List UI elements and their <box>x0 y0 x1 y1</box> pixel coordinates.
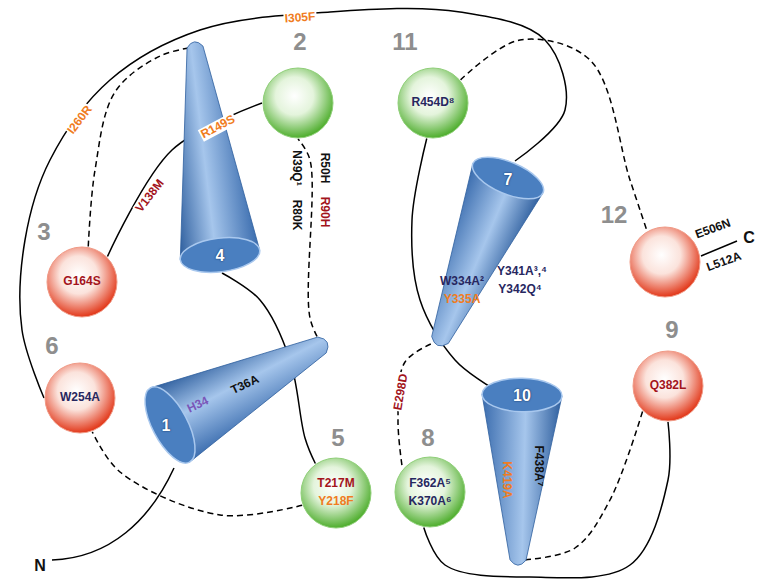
mutation-label: Y218F <box>318 495 353 508</box>
loop-mutation-label: R80K <box>289 199 302 232</box>
sphere-body <box>395 457 465 527</box>
helix-number: 1 <box>162 417 171 435</box>
n-terminal-line <box>52 468 174 560</box>
mutation-label: Y341A³,⁴ <box>497 265 547 278</box>
helix-number: 3 <box>37 219 50 245</box>
helix-number: 9 <box>665 317 678 343</box>
helix-sphere: 2 <box>262 67 334 139</box>
extracellular-loop <box>20 8 566 398</box>
helix-sphere: 11R454D⁸ <box>397 67 469 139</box>
helix-number: 4 <box>216 247 225 265</box>
sphere-shape <box>300 457 372 529</box>
mutation-label: F438A⁷ <box>531 446 544 487</box>
terminus-label: C <box>742 229 756 247</box>
mutation-label: K419A <box>499 461 512 498</box>
sphere-body <box>630 227 700 297</box>
helix-cone: 10K419A F438A⁷ <box>475 350 570 572</box>
loop-mutation-label: E298D <box>391 372 411 412</box>
loop-mutation-label: N39Q¹ <box>289 149 302 186</box>
mutation-label: F362A⁵ <box>409 477 451 490</box>
helix-number: 2 <box>293 29 306 55</box>
mutation-label: W334A² <box>440 275 484 288</box>
sphere-body <box>47 247 117 317</box>
sphere-shape <box>629 226 701 298</box>
mutation-label: G164S <box>63 275 100 288</box>
cone-shape <box>420 135 555 355</box>
sphere-body <box>263 68 333 138</box>
helix-number: 7 <box>504 171 513 189</box>
mutation-label: Y342Q⁴ <box>498 283 541 296</box>
cone-face <box>178 234 261 277</box>
cone-shape <box>475 350 570 572</box>
mutation-label: Q382L <box>650 379 687 392</box>
helix-sphere: 9Q382L <box>632 350 704 422</box>
terminus-label: N <box>33 557 47 575</box>
cone-body <box>180 42 259 260</box>
helix-cone: 4 <box>165 35 270 300</box>
helix-number: 12 <box>601 202 628 228</box>
helix-number: 5 <box>331 425 344 451</box>
sphere-body <box>301 458 371 528</box>
helix-number: 11 <box>392 29 417 55</box>
helix-number: 8 <box>421 425 434 451</box>
loop-mutation-label: R50H <box>317 152 330 185</box>
loop-mutation-label: E506N <box>693 216 734 242</box>
loop-mutation-label: L512A <box>704 249 744 274</box>
cone-body <box>482 394 562 565</box>
mutation-label: W254A <box>60 391 100 404</box>
sphere-shape <box>262 67 334 139</box>
mutation-label: K370A⁶ <box>409 495 452 508</box>
mutation-label: R454D⁸ <box>411 96 454 109</box>
helix-sphere: 5T217MY218F <box>300 457 372 529</box>
helix-number: 6 <box>45 333 58 359</box>
helix-sphere: 8F362A⁵K370A⁶ <box>394 456 466 528</box>
loop-mutation-label: I305F <box>283 10 317 25</box>
helix-cone: 7W334A² Y335A Y341A³,⁴ Y342Q⁴ <box>420 135 555 355</box>
cone-shape <box>120 300 335 475</box>
cytoplasmic-loop <box>88 47 195 247</box>
helix-cone: 1H34T36A <box>120 300 335 475</box>
loop-mutation-label: V138M <box>132 176 167 216</box>
sphere-body <box>45 363 115 433</box>
loop-mutation-label: I260R <box>64 102 95 137</box>
mutation-label: Y335A <box>444 293 481 306</box>
sphere-body <box>398 68 468 138</box>
sphere-shape <box>394 456 466 528</box>
mutation-label: T217M <box>317 477 354 490</box>
cone-face <box>467 149 549 208</box>
helix-sphere: 6W254A <box>44 362 116 434</box>
helix-number: 10 <box>513 387 531 405</box>
sphere-body <box>633 351 703 421</box>
helix-sphere: 3G164S <box>46 246 118 318</box>
helix-sphere: 12 <box>629 226 701 298</box>
loop-mutation-label: R90H <box>317 196 330 229</box>
cone-face <box>135 380 205 471</box>
cone-face <box>482 377 563 413</box>
